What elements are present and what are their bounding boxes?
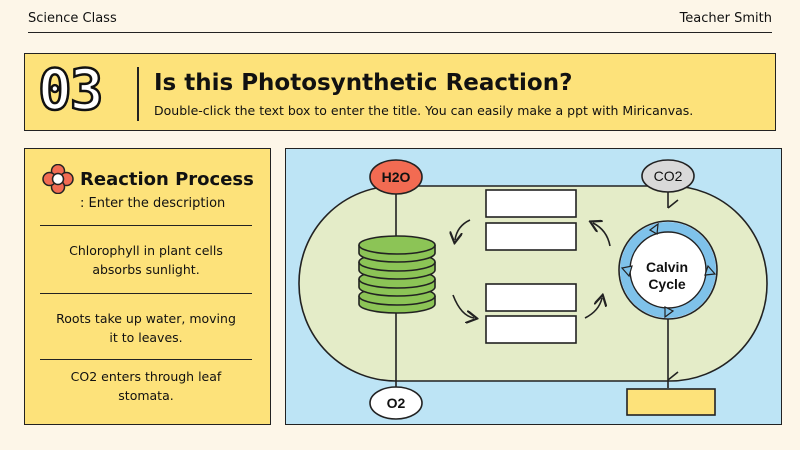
process-description[interactable]: : Enter the description [80,196,226,211]
banner-divider [137,67,139,121]
h2o-label: H2O [382,169,411,185]
arrow-icon [452,294,474,318]
page-subtitle[interactable]: Double-click the text box to enter the t… [154,103,694,118]
step-divider [40,359,252,360]
co2-bubble [641,159,695,193]
blank-box [485,315,577,344]
section-number[interactable]: 03 [37,57,105,125]
photosynthesis-diagram: H2O O2 CO2 Calvin Cycle [298,159,768,420]
o2-bubble [369,386,423,420]
teacher-name: Teacher Smith [679,11,772,26]
h2o-bubble [369,159,423,195]
calvin-label-1: Calvin [646,259,688,275]
flower-icon [42,164,74,194]
page-title[interactable]: Is this Photosynthetic Reaction? [154,70,573,96]
process-title[interactable]: Reaction Process [80,169,254,190]
step-divider [40,293,252,294]
calvin-label-2: Cycle [648,276,686,292]
blank-box [485,283,577,312]
header-divider [28,32,772,33]
title-banner[interactable] [24,53,776,131]
arrow-icon [584,298,602,319]
arrow-icon [455,219,471,240]
o2-label: O2 [387,395,406,411]
class-name: Science Class [28,11,117,26]
arrow-icon [593,223,611,247]
co2-label: CO2 [654,168,683,184]
thylakoid-stack [358,235,436,314]
blank-box [485,222,577,251]
blank-box [485,189,577,218]
reaction-process-panel[interactable] [24,148,271,425]
step-divider [40,225,252,226]
output-box [626,388,716,416]
